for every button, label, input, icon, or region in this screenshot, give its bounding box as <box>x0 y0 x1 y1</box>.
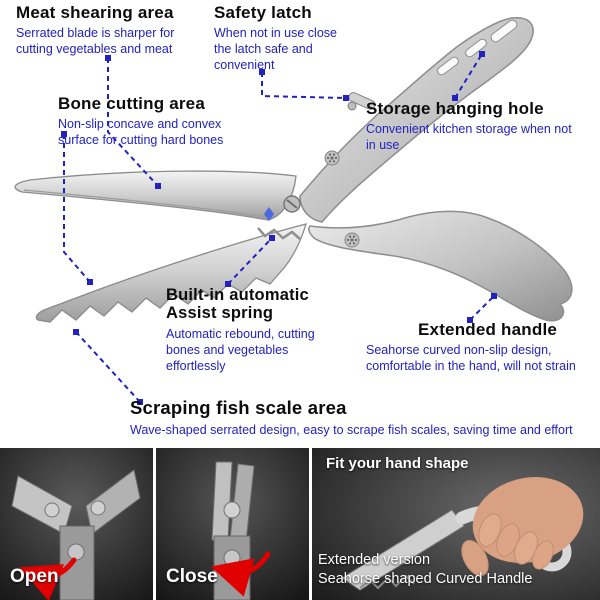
assist-spring-part <box>257 227 301 240</box>
hand-grip-image <box>312 448 600 600</box>
callout-desc: Convenient kitchen storage when not in u… <box>366 122 572 153</box>
callout-desc: Seahorse curved non-slip design, comfort… <box>366 343 576 374</box>
connector-handle <box>469 295 495 321</box>
callout-title: Safety latch <box>214 3 312 22</box>
callout-desc: When not in use close the latch safe and… <box>214 26 337 73</box>
connector-lines <box>63 53 495 403</box>
callout-bone-cutting-area: Bone cutting area Non-slip concave and c… <box>58 94 263 148</box>
callout-title: Meat shearing area <box>16 3 174 22</box>
callout-storage-hanging-hole: Storage hanging hole Convenient kitchen … <box>366 99 580 153</box>
extended-version-label: Extended version <box>318 552 431 568</box>
metal-glint <box>264 207 274 221</box>
upper-handle <box>299 17 534 223</box>
callout-title: Scraping fish scale area <box>130 397 347 418</box>
connector-bone <box>63 134 91 283</box>
panel-open-photo <box>0 448 153 600</box>
callout-title: Storage hanging hole <box>366 99 544 118</box>
close-direction-arrow <box>210 551 271 597</box>
connector-markers <box>61 51 497 405</box>
callout-assist-spring: Built-in automatic Assist spring Automat… <box>166 286 341 374</box>
open-label: Open <box>10 566 59 587</box>
open-mechanism-image <box>0 448 153 600</box>
storage-hanging-hole <box>437 19 518 76</box>
connector-meat <box>107 58 159 187</box>
callout-title: Built-in automatic Assist spring <box>166 286 309 323</box>
panel-close-photo <box>156 448 309 600</box>
decor-rivet-bottom <box>344 232 360 248</box>
upper-blade <box>14 170 297 221</box>
fit-hand-title: Fit your hand shape <box>326 455 469 472</box>
safety-latch-part <box>347 92 376 111</box>
callout-scraping-fish-scale-area: Scraping fish scale area Wave-shaped ser… <box>130 397 585 438</box>
close-label: Close <box>166 566 218 587</box>
callout-extended-handle: Extended handle Seahorse curved non-slip… <box>366 320 584 374</box>
callout-desc: Wave-shaped serrated design, easy to scr… <box>130 422 573 437</box>
callout-meat-shearing-area: Meat shearing area Serrated blade is sha… <box>16 3 196 57</box>
callout-desc: Non-slip concave and convex surface for … <box>58 117 224 148</box>
product-illustration <box>14 17 573 405</box>
lower-serrated-blade <box>35 223 307 323</box>
decor-rivet-top <box>324 150 340 166</box>
open-direction-arrow <box>19 557 77 600</box>
connector-spring <box>227 237 273 285</box>
blade-in-photo <box>341 509 465 591</box>
callout-safety-latch: Safety latch When not in use close the l… <box>214 3 354 73</box>
callout-title: Bone cutting area <box>58 94 205 113</box>
pivot-screw <box>264 195 301 221</box>
connector-safety <box>261 72 347 99</box>
panel-hand-grip-photo <box>312 448 600 600</box>
connector-fish <box>75 331 141 403</box>
callout-desc: Serrated blade is sharper for cutting ve… <box>16 26 175 57</box>
lower-handle-seahorse <box>308 210 573 322</box>
callout-desc: Automatic rebound, cutting bones and veg… <box>166 326 315 373</box>
seahorse-handle-label: Seahorse shaped Curved Handle <box>318 571 533 587</box>
hand <box>461 477 584 577</box>
callout-title: Extended handle <box>418 320 558 339</box>
close-mechanism-image <box>156 448 309 600</box>
